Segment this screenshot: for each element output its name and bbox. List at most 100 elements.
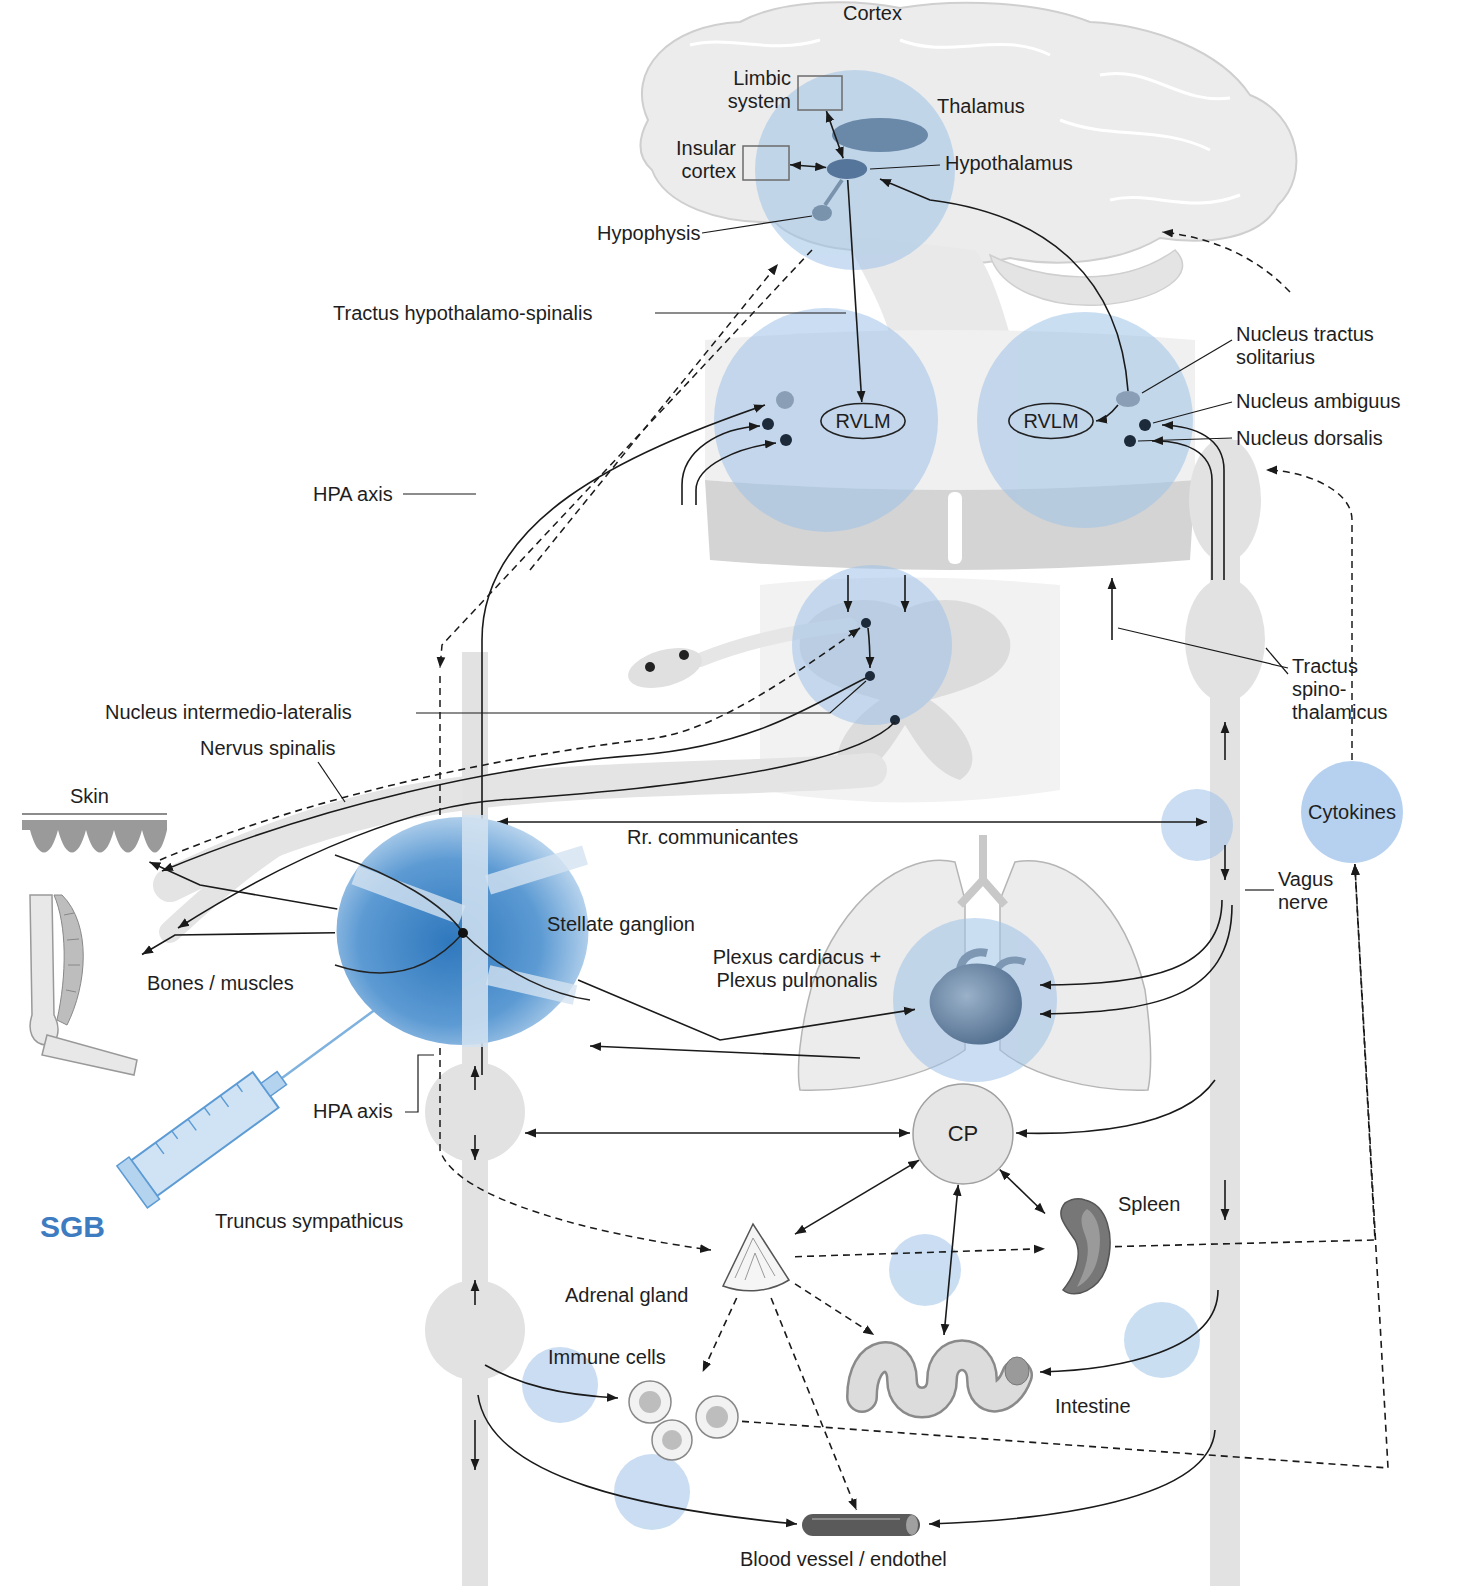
syringe (131, 1072, 278, 1196)
nerve-pathway (696, 443, 776, 505)
brain (690, 40, 820, 46)
heart-shape (915, 950, 1035, 1050)
part-label: Intestine (1055, 1395, 1131, 1418)
stellate-ganglion-shape (463, 933, 590, 1000)
brain-nuclei (762, 118, 1151, 725)
highlight-region (1161, 789, 1233, 861)
nerve-pathway (1040, 905, 1232, 1014)
anatomy-label: Truncus sympathicus (215, 1210, 403, 1233)
cytokines-circle-shape (1301, 761, 1403, 863)
hpa-axis-line (440, 232, 1352, 1250)
intestine-shape (845, 1335, 1035, 1420)
nerve-pathway (474, 1280, 476, 1305)
rvlm-ellipse: RVLM (820, 402, 906, 440)
connector (795, 1160, 919, 1234)
insular-box-shape (742, 145, 790, 181)
connector (149, 862, 337, 909)
brain (900, 40, 1050, 55)
nerve-pathway (880, 179, 1128, 391)
brain-nuclei (890, 715, 900, 725)
brain-nuclei (776, 391, 794, 409)
part-label: Hypothalamus (945, 152, 1073, 175)
nerve-pathway (1016, 1080, 1215, 1133)
heart-shape (930, 964, 1022, 1045)
intestine: Intestine (845, 1335, 1035, 1420)
skin-shape (22, 812, 167, 862)
anatomy-label: HPA axis (313, 483, 393, 506)
sympathetic-trunk (425, 652, 525, 1586)
bones-muscles-shape (42, 1035, 137, 1075)
bones-muscles-shape (64, 913, 80, 992)
intestine-shape (1005, 1357, 1029, 1385)
brain-nuclei (825, 180, 842, 205)
bones-muscles-shape (54, 895, 83, 1025)
nerve-pathway (160, 179, 1232, 1524)
nerve-pathway (1224, 1180, 1226, 1220)
hypothalamus-shape-shape (827, 159, 867, 179)
hypothalamus-shape: Hypothalamus (826, 158, 868, 180)
leader-line (1118, 628, 1288, 668)
brain (1060, 120, 1210, 150)
leader-line (403, 493, 476, 494)
highlight-region (1124, 1302, 1200, 1378)
nerve-pathway (1162, 425, 1224, 580)
connector (1115, 864, 1375, 1247)
nerve-pathway (1152, 441, 1212, 580)
nerve-pathway (1224, 722, 1226, 760)
immune-cells-shape (652, 1420, 692, 1460)
hpa-axis-line (1162, 232, 1290, 292)
anatomy-label: HPA axis (313, 1100, 393, 1123)
blood-vessel-shape (906, 1515, 918, 1535)
brain (1110, 195, 1240, 203)
immune-cells-shape (639, 1391, 661, 1413)
stellate-ganglion: Stellate ganglion (335, 815, 590, 1047)
part-label: Bones / muscles (147, 972, 294, 995)
skin: Skin (22, 812, 167, 862)
spinal-nerve (624, 641, 707, 695)
highlight-region (522, 70, 1233, 1530)
spinal-nerve (170, 770, 870, 885)
nerve-pathway (485, 1365, 618, 1398)
stellate-ganglion-shape (488, 975, 575, 995)
leader-line (1266, 648, 1288, 674)
nerve-pathway (682, 426, 760, 505)
anatomy-label: Nucleus intermedio-lateralis (105, 701, 352, 724)
nerve-pathway (1111, 578, 1113, 640)
brain (641, 2, 1297, 264)
intestine-shape (862, 1355, 1017, 1402)
anatomy-label: Hypophysis (597, 222, 700, 245)
brain-nuclei (1139, 419, 1151, 431)
connector (848, 180, 862, 402)
node-text: RVLM (1023, 410, 1078, 433)
anatomy-label: Tractus spino- thalamicus (1292, 655, 1402, 724)
brain-nuclei (812, 205, 832, 221)
nerve-pathway (590, 1046, 860, 1058)
part-label: Immune cells (548, 1346, 666, 1369)
nerve-pathway (1096, 405, 1118, 421)
immune-cells-shape (622, 1372, 742, 1462)
nerve-pathway (497, 821, 1207, 823)
nerve-pathway (474, 1066, 476, 1090)
adrenal-gland-shape (723, 1224, 789, 1291)
connector (703, 1298, 737, 1372)
anatomy-label: Vagus nerve (1278, 868, 1348, 914)
bones-muscles-shape (22, 895, 142, 1085)
adrenal-gland-shape (735, 1238, 775, 1280)
connector (795, 1249, 1045, 1257)
stellate-ganglion-shape (335, 933, 463, 973)
leader-line (1138, 438, 1232, 441)
sympathetic-trunk (425, 1280, 525, 1380)
vagus-nerve (1185, 438, 1265, 1586)
vagus-nerve (1189, 438, 1261, 562)
highlight-region (614, 1454, 690, 1530)
nerve-pathway (868, 628, 870, 668)
vagus-nerve (1185, 578, 1265, 702)
bones-muscles: Bones / muscles (22, 895, 142, 1085)
brain-nuclei (861, 618, 871, 628)
nerve-pathway (1040, 1290, 1218, 1372)
syringe (117, 1157, 160, 1208)
anatomy-label: Nucleus dorsalis (1236, 427, 1383, 450)
nerve-pathway (1040, 900, 1222, 985)
brain (990, 250, 1183, 305)
